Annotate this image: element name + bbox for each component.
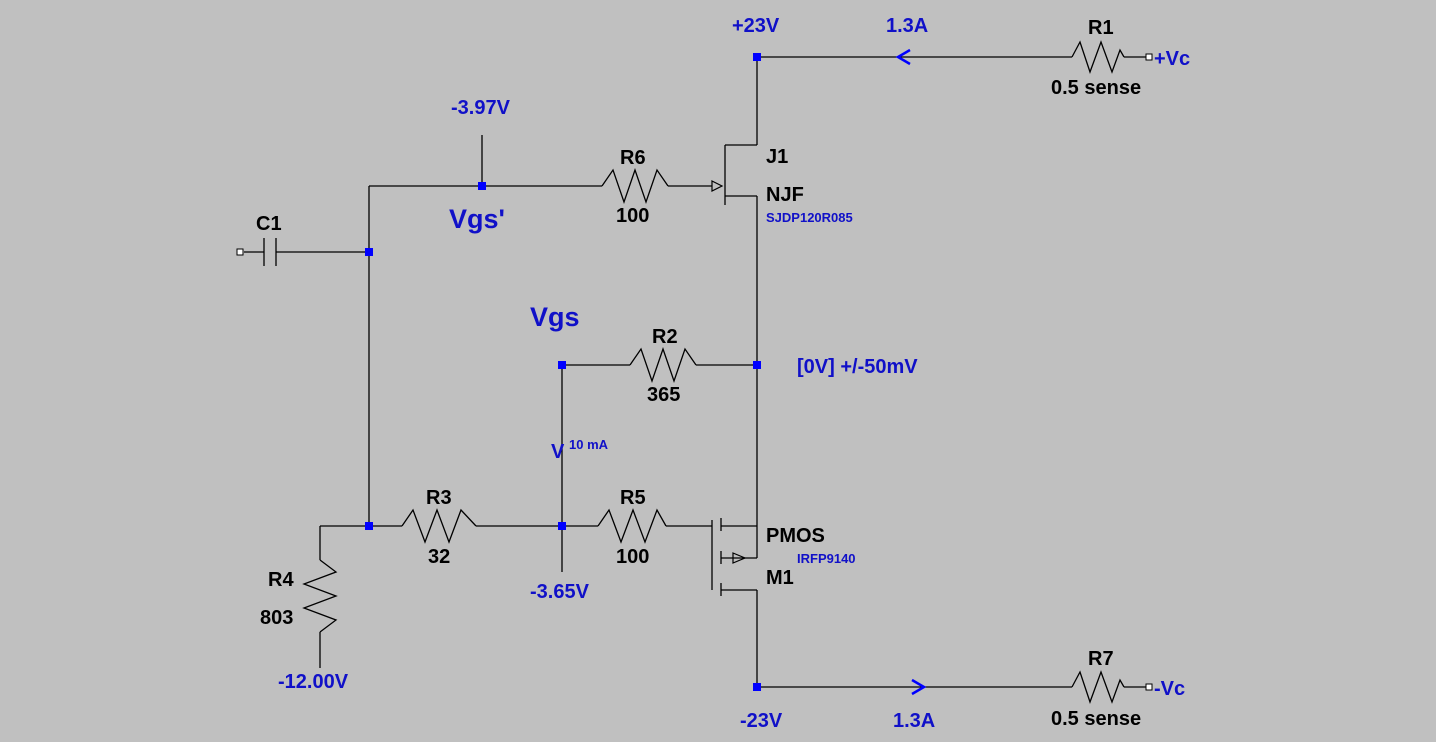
current-arrow-bottom	[911, 678, 927, 696]
label-r4-name: R4	[268, 569, 294, 591]
label-vplus: +23V	[732, 15, 780, 37]
port-c1-terminal	[236, 248, 244, 256]
resistor-r4	[302, 559, 338, 633]
label-r6-name: R6	[620, 147, 646, 169]
jfet-j1	[711, 144, 757, 205]
label-c1-name: C1	[256, 213, 282, 235]
junction-nodes	[365, 53, 761, 691]
label-j1-model: SJDP120R085	[766, 210, 853, 225]
label-r5-name: R5	[620, 487, 646, 509]
label-r7-value: 0.5 sense	[1051, 708, 1141, 730]
resistor-r1	[1071, 40, 1125, 74]
label-r1-value: 0.5 sense	[1051, 77, 1141, 99]
label-v-gate-j: -3.97V	[451, 97, 511, 119]
resistor-r7	[1071, 670, 1125, 704]
label-current-mid-v: V	[551, 441, 565, 463]
label-current-mid: 10 mA	[569, 437, 609, 452]
resistor-r3	[401, 508, 477, 544]
label-r1-name: R1	[1088, 17, 1114, 39]
label-r3-value: 32	[428, 546, 450, 568]
label-vminus: -23V	[740, 710, 783, 732]
label-r3-name: R3	[426, 487, 452, 509]
label-current-bottom: 1.3A	[893, 710, 935, 732]
label-m1-type: PMOS	[766, 525, 825, 547]
label-r4-value: 803	[260, 607, 293, 629]
current-arrow-top	[895, 48, 911, 66]
label-r5-value: 100	[616, 546, 649, 568]
resistor-r5	[597, 508, 667, 544]
label-m1-name: M1	[766, 567, 794, 589]
wires	[244, 56, 1146, 688]
label-port-top: +Vc	[1154, 48, 1190, 70]
label-j1-name: J1	[766, 146, 788, 168]
label-v-bottom-r4: -12.00V	[278, 671, 349, 693]
label-r6-value: 100	[616, 205, 649, 227]
label-vgs-prime: Vgs'	[449, 204, 505, 234]
label-port-bottom: -Vc	[1154, 678, 1185, 700]
label-m1-model: IRFP9140	[797, 551, 856, 566]
label-j1-type: NJF	[766, 184, 804, 206]
label-vgs: Vgs	[530, 302, 580, 332]
label-r2-name: R2	[652, 326, 678, 348]
label-r2-value: 365	[647, 384, 680, 406]
label-zero-v: [0V] +/-50mV	[797, 356, 918, 378]
resistor-r6	[601, 168, 669, 204]
label-r7-name: R7	[1088, 648, 1114, 670]
capacitor-c1	[263, 238, 277, 266]
port-vc-minus-terminal	[1145, 683, 1153, 691]
resistor-r2	[629, 347, 697, 383]
label-v-mid: -3.65V	[530, 581, 590, 603]
label-current-top: 1.3A	[886, 15, 928, 37]
pmos-m1	[711, 504, 758, 596]
port-vc-plus-terminal	[1145, 53, 1153, 61]
